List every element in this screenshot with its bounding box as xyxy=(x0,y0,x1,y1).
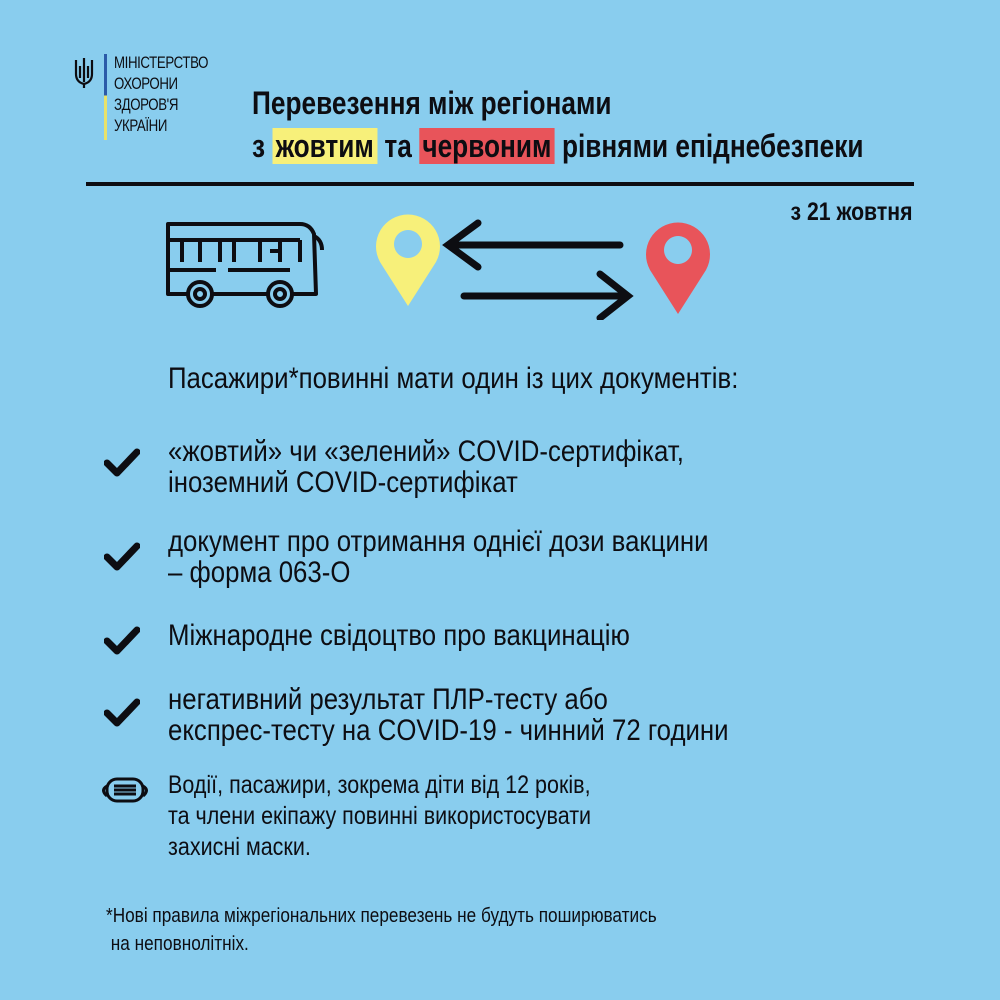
trident-icon xyxy=(74,58,94,88)
yellow-level-highlight: жовтим xyxy=(272,128,378,164)
effective-date: з 21 жовтня xyxy=(790,198,912,226)
title-line-1: Перевезення між регіонами xyxy=(252,85,612,121)
header-divider xyxy=(86,182,914,186)
check-icon xyxy=(104,542,140,571)
check-icon xyxy=(104,448,140,477)
bus-icon xyxy=(166,222,324,308)
transport-illustration xyxy=(166,214,710,320)
red-location-pin-icon xyxy=(646,222,710,314)
ministry-name: МІНІСТЕРСТВО ОХОРОНИ ЗДОРОВ'Я УКРАЇНИ xyxy=(114,53,209,135)
check-icon xyxy=(104,698,140,727)
ministry-logo: МІНІСТЕРСТВО ОХОРОНИ ЗДОРОВ'Я УКРАЇНИ xyxy=(72,52,252,152)
left-arrow-icon xyxy=(442,219,624,271)
documents-intro: Пасажири*повинні мати один із цих докуме… xyxy=(168,362,739,395)
logo-divider xyxy=(104,54,107,140)
page-title: Перевезення між регіонами з жовтим та че… xyxy=(252,82,863,168)
face-mask-icon xyxy=(102,777,148,803)
red-level-highlight: червоним xyxy=(419,128,555,164)
footnote: *Нові правила міжрегіональних перевезень… xyxy=(106,905,657,955)
yellow-location-pin-icon xyxy=(376,214,440,306)
right-arrow-icon xyxy=(460,270,634,320)
title-line-2: з жовтим та червоним рівнями епіднебезпе… xyxy=(252,128,864,164)
check-icon xyxy=(104,626,140,655)
